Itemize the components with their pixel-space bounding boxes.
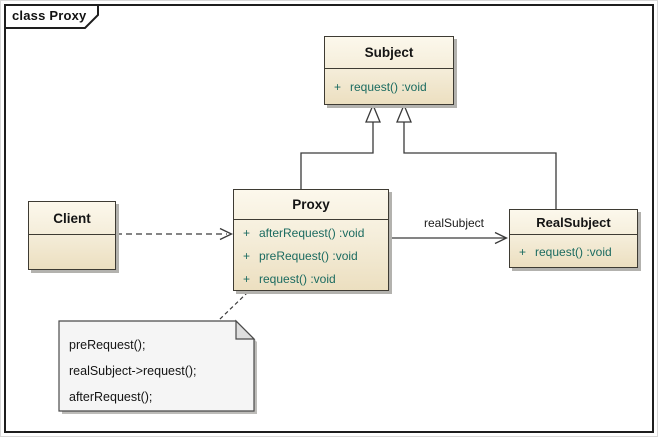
frame-tab [4,4,99,29]
method-row: + preRequest() :void [234,244,388,267]
method-row: + request() :void [325,76,453,99]
class-box-subject: Subject + request() :void [324,36,454,105]
class-box-realsubject: RealSubject + request() :void [509,209,638,268]
method-row: + afterRequest() :void [234,221,388,244]
class-title-proxy: Proxy [234,190,388,220]
method-signature: afterRequest() :void [259,225,365,240]
association-arrowhead [494,231,509,245]
generalization-realsubject-subject [403,122,557,209]
class-body-subject: + request() :void [325,69,453,105]
method-signature: request() :void [535,244,612,259]
visibility-marker: + [243,271,251,286]
visibility-marker: + [243,248,251,263]
visibility-marker: + [334,80,342,94]
method-row: + request() :void [510,240,637,263]
generalization-arrowhead-right [396,103,412,123]
class-title-realsubject: RealSubject [510,210,637,235]
class-title-subject: Subject [325,37,453,69]
class-body-proxy: + afterRequest() :void + preRequest() :v… [234,220,388,291]
method-signature: preRequest() :void [259,248,358,263]
dependency-arrowhead [219,227,234,241]
class-title-client: Client [29,202,115,235]
class-box-client: Client [28,201,116,270]
note-connector [218,291,249,321]
class-box-proxy: Proxy + afterRequest() :void + preReques… [233,189,389,291]
diagram-frame [4,4,654,433]
association-label-realsubject: realSubject [423,216,485,230]
class-body-client [29,235,115,270]
method-signature: request() :void [259,271,336,286]
visibility-marker: + [243,225,251,240]
note-shape [58,320,255,412]
note-fold [235,319,256,340]
class-body-realsubject: + request() :void [510,235,637,268]
frame-tab-label: class Proxy [12,8,87,23]
method-signature: request() :void [350,80,427,94]
method-row: + request() :void [234,267,388,290]
generalization-proxy-subject [300,122,374,189]
visibility-marker: + [519,244,527,259]
note-line: preRequest(); [69,338,146,352]
generalization-arrowhead-left [365,103,381,123]
note: preRequest(); realSubject->request(); af… [69,332,249,410]
note-line: realSubject->request(); [69,364,197,378]
note-line: afterRequest(); [69,390,153,404]
